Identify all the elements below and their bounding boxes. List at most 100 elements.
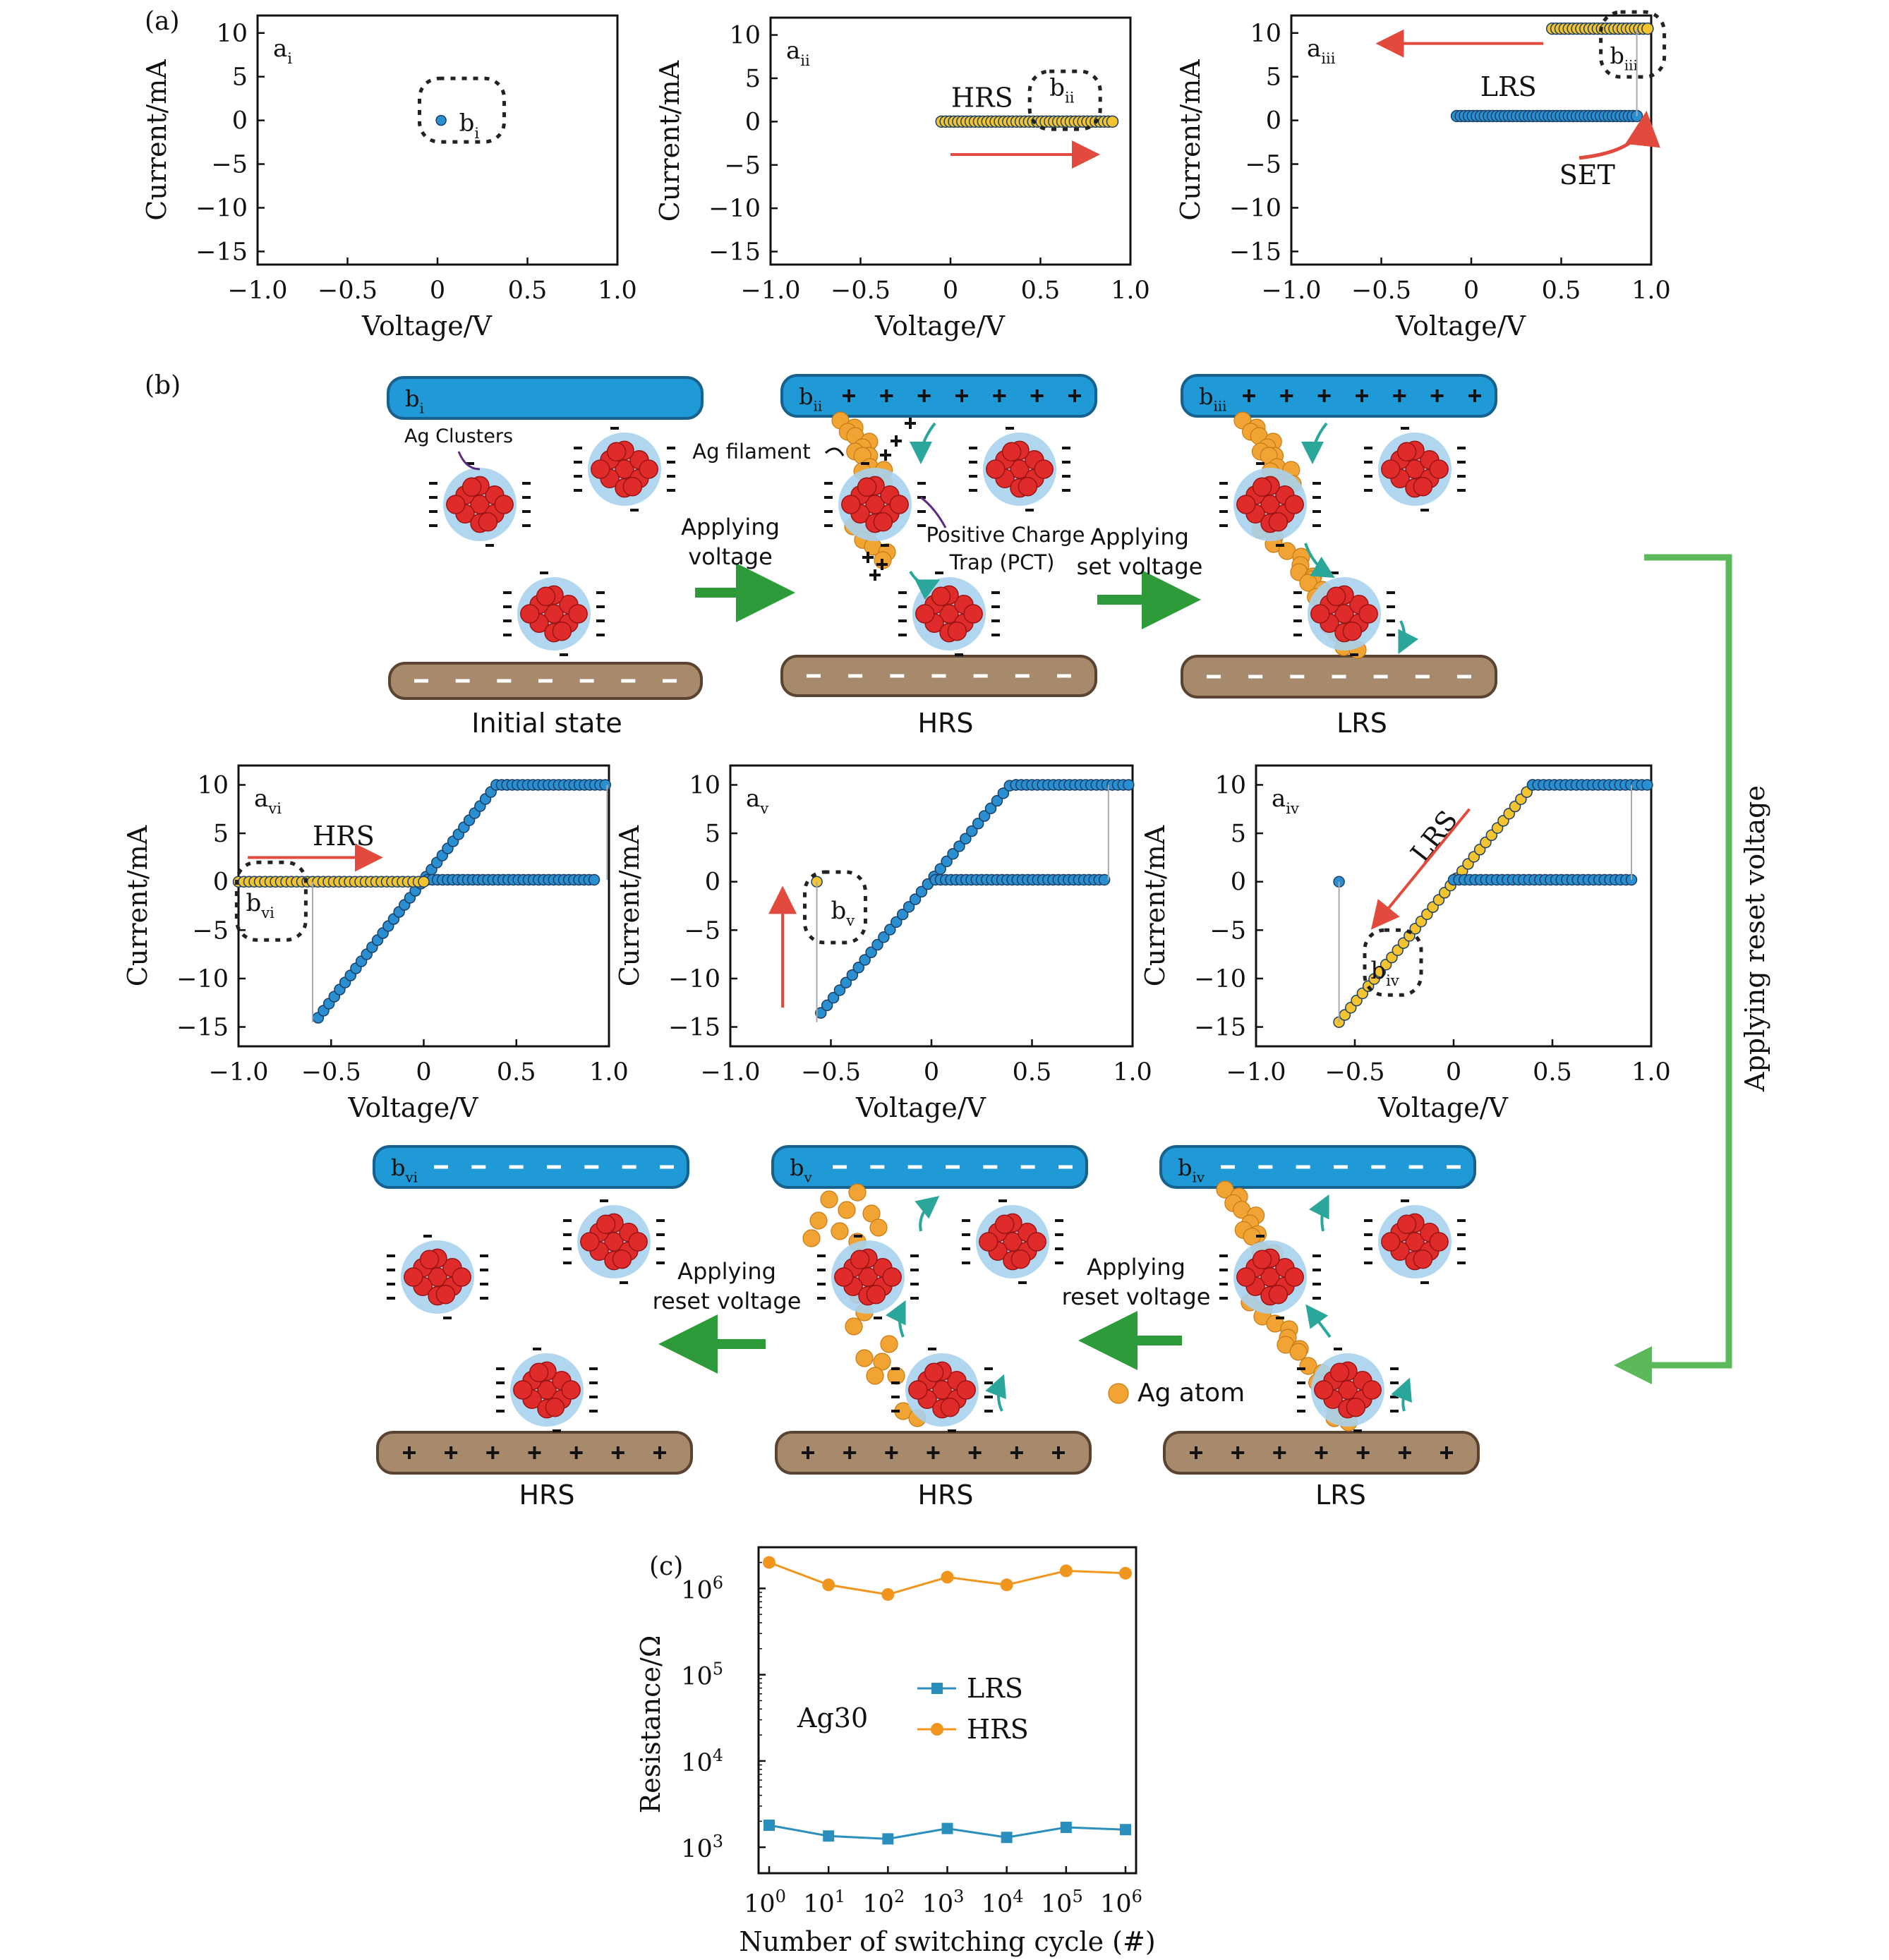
- iv-point: [1641, 22, 1654, 35]
- state-label-lrs: LRS: [1404, 804, 1463, 868]
- ag-cluster-2: [574, 427, 675, 512]
- panel-sub-label: av: [746, 785, 768, 817]
- x-tick-label: 104: [982, 1887, 1024, 1918]
- y-tick-label: 5: [213, 820, 229, 848]
- y-tick-label: −15: [668, 1014, 720, 1042]
- iv-point: [871, 938, 883, 951]
- iv-point: [1106, 115, 1119, 128]
- y-tick-label: 0: [1266, 107, 1281, 135]
- x-tick-label: 106: [1100, 1887, 1142, 1918]
- y-tick-label: −10: [176, 965, 229, 993]
- data-point: [764, 1819, 775, 1831]
- iv-point: [915, 885, 928, 898]
- x-tick-label: −0.5: [831, 277, 891, 305]
- x-tick-label: 1.0: [1113, 1058, 1152, 1087]
- field-arrow-6: [915, 1196, 940, 1232]
- chart-annotation: Ag30: [797, 1702, 868, 1734]
- ag-cluster-lrs-2: [1364, 427, 1466, 512]
- electrode-label-bi: bi: [405, 385, 424, 417]
- x-tick-label: 1.0: [1111, 277, 1150, 305]
- ag-clusters-pointer: [457, 451, 481, 471]
- x-axis-label: Voltage/V: [874, 310, 1006, 341]
- x-tick-label: −1.0: [1262, 277, 1322, 305]
- field-arrow-5: [1398, 620, 1419, 655]
- box-label-bv: bv: [831, 897, 855, 929]
- y-tick-label: 0: [745, 108, 761, 136]
- panel-label-c: (c): [649, 1552, 683, 1581]
- state-label-lrs: LRS: [1480, 71, 1537, 102]
- legend-marker: [931, 1723, 943, 1736]
- x-tick-label: 1.0: [1631, 277, 1671, 305]
- iv-point: [815, 1007, 827, 1019]
- box-label-bii: bii: [1049, 74, 1075, 107]
- ag-cluster-b2: [563, 1199, 665, 1284]
- electrode-bvi: bvi: [373, 1145, 689, 1189]
- data-point: [1001, 1832, 1013, 1844]
- x-tick-label: 0.5: [508, 277, 548, 305]
- pct-label-line2: Trap (PCT): [949, 550, 1055, 574]
- y-tick-label: −5: [724, 152, 761, 180]
- y-axis-label: Current/mA: [654, 60, 685, 222]
- caption-lrs-bot3: LRS: [1315, 1480, 1366, 1511]
- electrode-bvi-bottom: [376, 1431, 693, 1475]
- plot-frame: [729, 764, 1134, 1048]
- electrode-bii-bottom: [780, 655, 1097, 697]
- x-tick-label: −0.5: [318, 277, 378, 305]
- electrode-label-bvi: bvi: [391, 1154, 418, 1186]
- iv-point: [1641, 779, 1653, 791]
- plot-frame: [237, 764, 610, 1048]
- y-tick-label: 10: [729, 22, 761, 50]
- y-axis-label: Current/mA: [1140, 825, 1171, 986]
- iv-point: [953, 840, 965, 852]
- iv-point: [884, 924, 896, 936]
- electrode-bi-bottom: [388, 662, 703, 700]
- field-arrow-10: [1305, 1304, 1332, 1338]
- iv-point: [852, 961, 865, 974]
- data-point: [882, 1833, 894, 1845]
- y-tick-label: 105: [681, 1659, 723, 1691]
- iv-point: [878, 931, 890, 943]
- plot-frame: [1255, 764, 1653, 1048]
- side-reset-bracket: Applying reset voltage: [1614, 554, 1770, 1384]
- ag-cluster-b6: [891, 1348, 993, 1432]
- electrode-biv-bottom: [1163, 1431, 1480, 1475]
- y-tick-label: 5: [1266, 63, 1281, 92]
- y-tick-label: −5: [211, 151, 248, 179]
- y-tick-label: −15: [708, 238, 761, 267]
- x-tick-label: −1.0: [1226, 1058, 1286, 1087]
- set-label: SET: [1559, 159, 1615, 190]
- x-tick-label: 1.0: [589, 1058, 629, 1087]
- legend-label: HRS: [967, 1714, 1029, 1745]
- field-arrow-1: [910, 422, 936, 464]
- panel-sub-label: aiv: [1272, 785, 1299, 817]
- ag-cluster-lrs-1: [1219, 462, 1321, 547]
- iv-point: [909, 893, 922, 905]
- ag-cluster-5: [898, 571, 1000, 656]
- iv-point: [941, 855, 953, 868]
- label-applying-set-voltage-line1: Applying: [1090, 524, 1189, 550]
- x-tick-label: 0: [924, 1058, 939, 1087]
- y-tick-label: −15: [1194, 1014, 1246, 1042]
- ag-cluster-3: [503, 571, 605, 656]
- y-tick-label: −10: [668, 965, 720, 993]
- sweep-arrow: [1370, 808, 1471, 930]
- iv-point: [997, 787, 1010, 799]
- plot-frame: [1290, 14, 1653, 266]
- box-label-bvi: bvi: [246, 889, 275, 921]
- x-tick-label: 0.5: [1533, 1058, 1572, 1087]
- y-tick-label: 5: [745, 65, 761, 93]
- y-tick-label: 0: [705, 869, 720, 897]
- pct-label-line1: Positive Charge: [926, 523, 1085, 547]
- field-arrow-2: [909, 570, 941, 600]
- x-axis-label: Voltage/V: [855, 1092, 986, 1123]
- field-arrow-9: [1308, 1194, 1329, 1232]
- data-point: [1060, 1822, 1072, 1834]
- data-point: [1059, 1564, 1073, 1578]
- chart-x-label: Number of switching cycle (#): [739, 1926, 1155, 1957]
